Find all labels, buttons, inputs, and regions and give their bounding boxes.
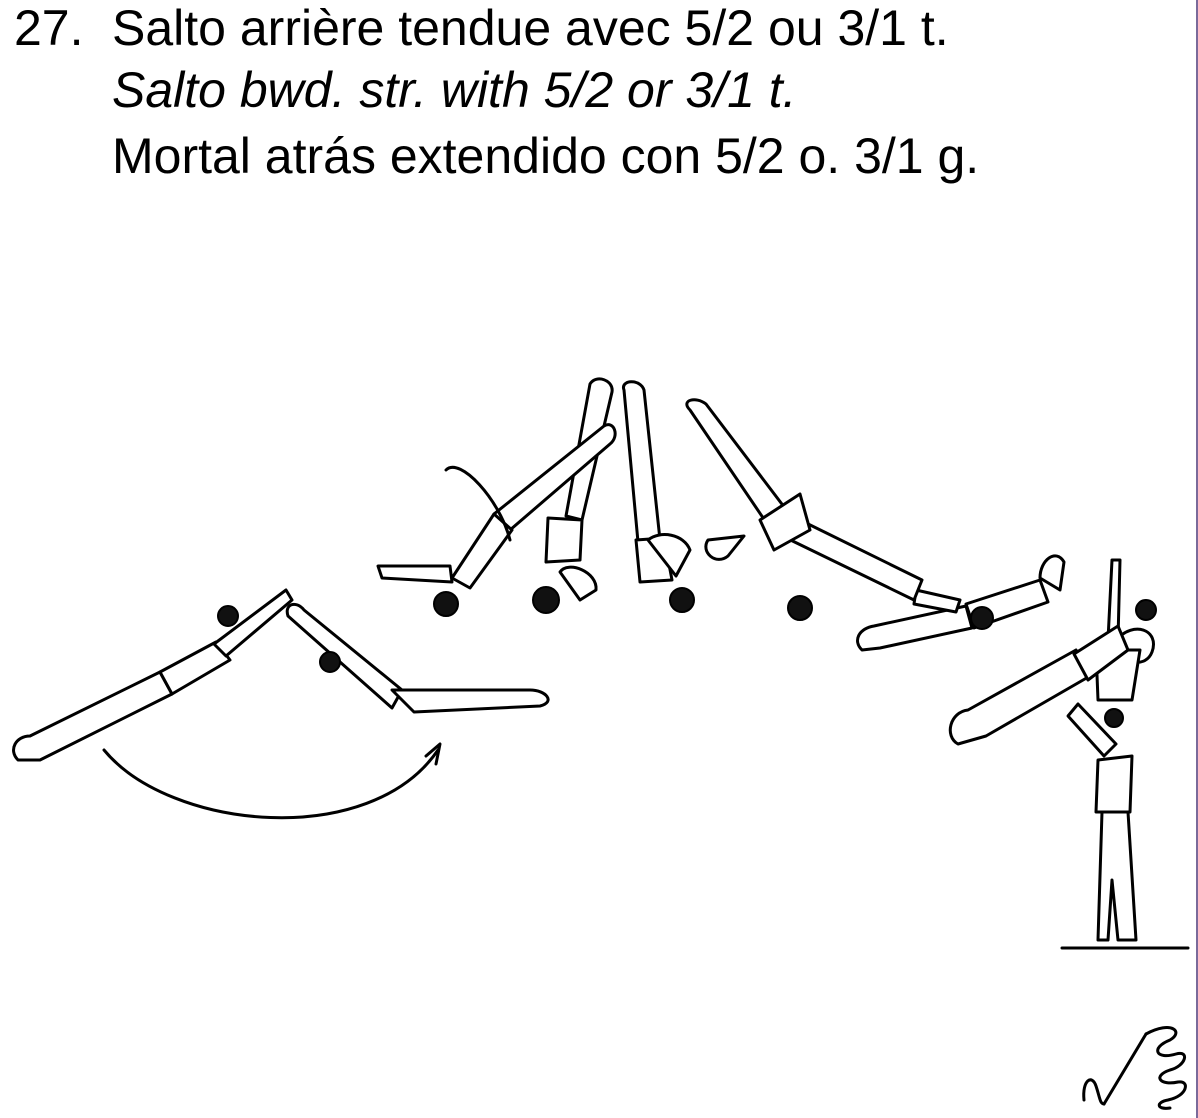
element-number: 27.: [14, 0, 84, 56]
element-title-en: Salto bwd. str. with 5/2 or 3/1 t.: [112, 62, 797, 118]
page-border: [1196, 0, 1198, 1118]
gymnast-figure-layout-mid: [285, 602, 550, 714]
gymnast-figure-takeoff: [1066, 558, 1157, 942]
element-title-fr: Salto arrière tendue avec 5/2 ou 3/1 t.: [112, 0, 949, 56]
gymnast-figure-diagonal-left: [376, 423, 617, 617]
gymnast-figure-inverted: [622, 380, 695, 613]
gymnast-figure-diagonal-right: [685, 398, 924, 621]
element-title-es: Mortal atrás extendido con 5/2 o. 3/1 g.: [112, 128, 980, 184]
gymnast-figure-lean: [948, 624, 1130, 746]
gymnast-figure-layout-left: [12, 588, 294, 762]
floor-spring-icon: [1082, 1026, 1187, 1110]
rotation-arrow: [102, 742, 442, 820]
